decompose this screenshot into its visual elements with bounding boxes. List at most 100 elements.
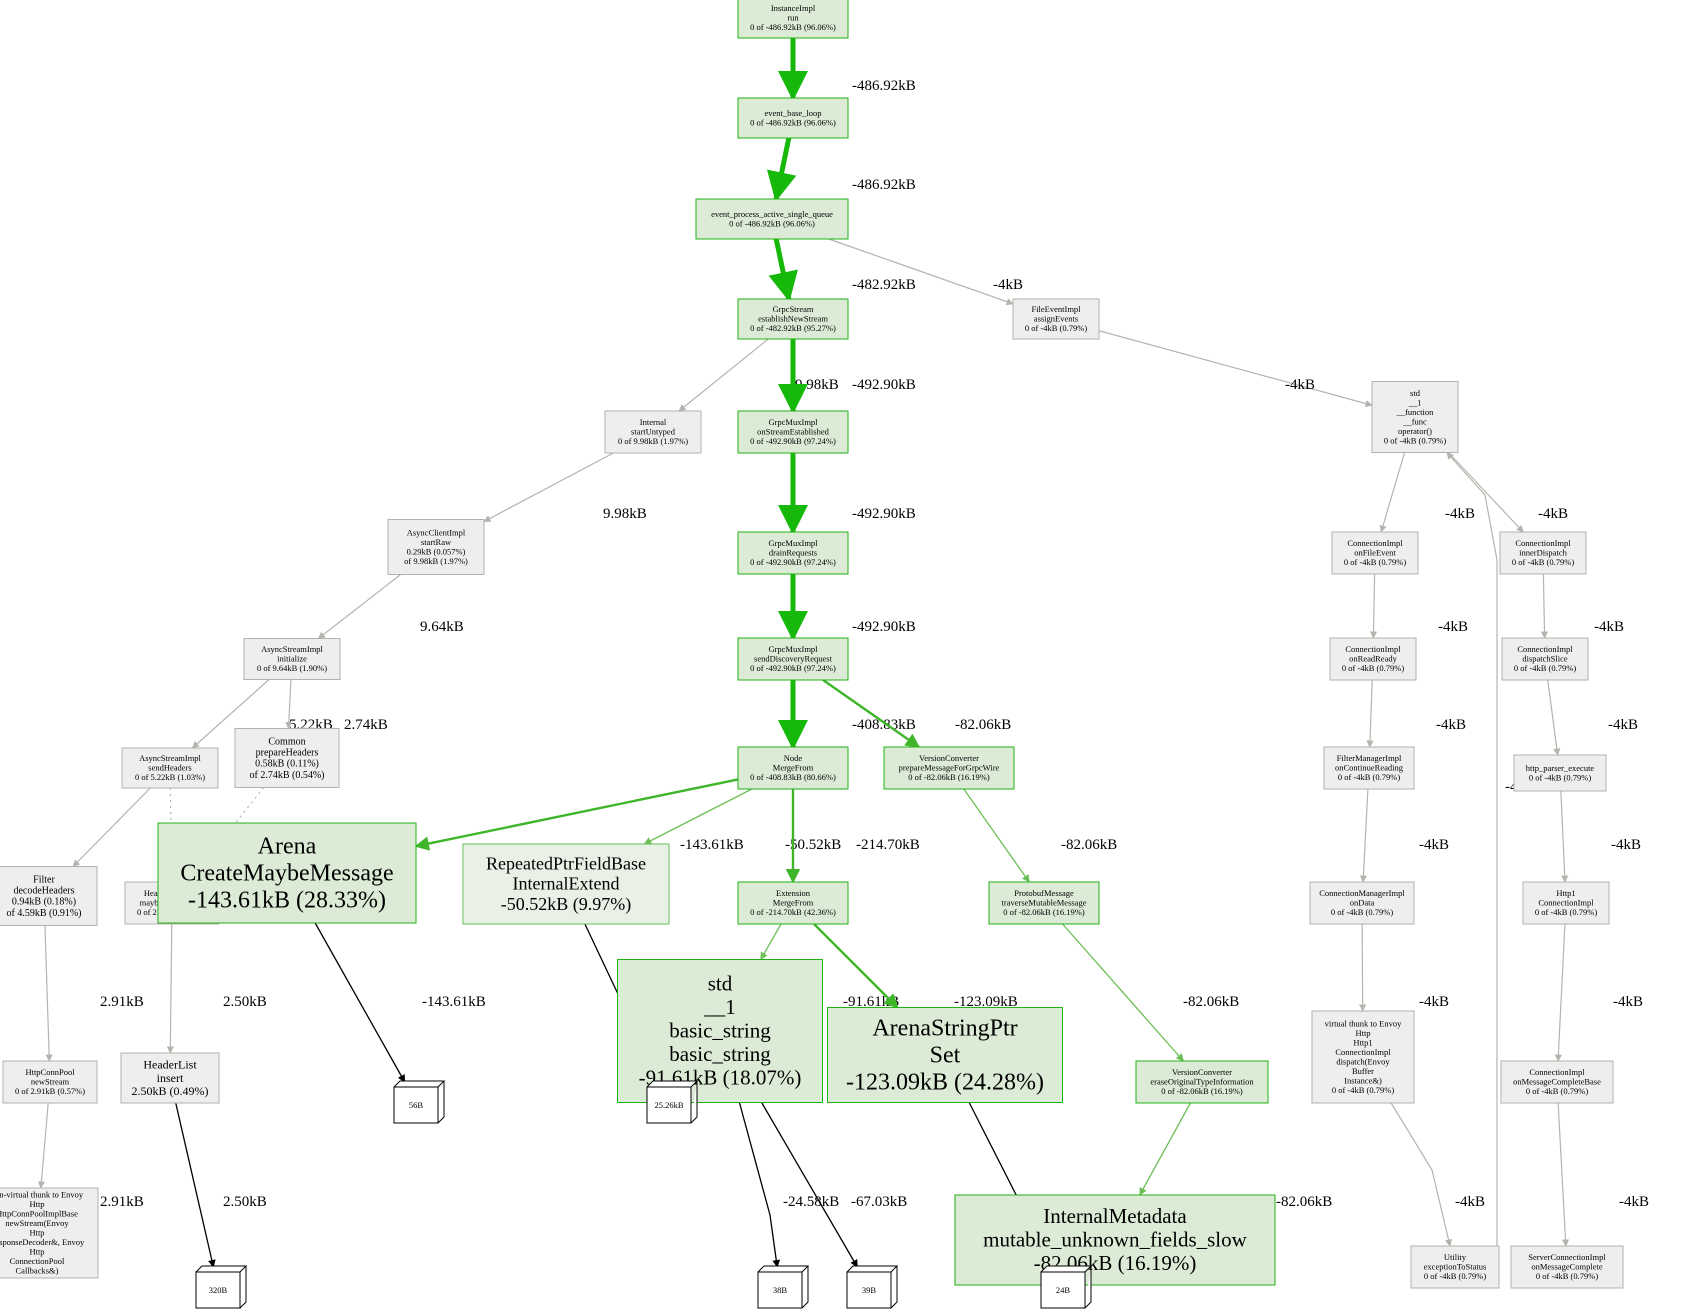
node-label-line: onMessageComplete (1531, 1262, 1603, 1272)
edge-label: 2.50kB (223, 1194, 267, 1210)
node-box (1500, 1060, 1614, 1104)
edge-label: -24.58kB (783, 1194, 839, 1210)
node-label-line: prepareHeaders (256, 748, 319, 759)
alloc-box-label: 25.26kB (654, 1100, 683, 1110)
node-label-line: FileEventImpl (1031, 304, 1081, 314)
node-label-line: initialize (277, 654, 307, 664)
edge-e38 (1369, 573, 1378, 639)
node-box (0, 866, 98, 926)
edge-e15 (822, 679, 921, 748)
node-box (243, 638, 341, 680)
node-box (737, 746, 849, 790)
graph-node[interactable]: VersionConverterprepareMessageForGrpcWir… (883, 746, 1015, 790)
edge-e48 (1446, 451, 1499, 1268)
graph-node[interactable]: InternalMetadatamutable_unknown_fields_s… (954, 1194, 1276, 1286)
node-box (1309, 881, 1415, 925)
node-label-line: ArenaStringPtr (872, 1016, 1017, 1042)
node-label-line: ConnectionImpl (1517, 644, 1573, 654)
node-label-line: 0 of -4kB (0.79%) (1526, 1086, 1588, 1096)
node-label-line: ConnectionImpl (1345, 644, 1401, 654)
graph-node[interactable]: RepeatedPtrFieldBaseInternalExtend-50.52… (462, 843, 670, 925)
node-label-line: virtual thunk to Envoy (1325, 1018, 1402, 1028)
alloc-box-shape (757, 1265, 810, 1309)
alloc-box[interactable]: 24B (1040, 1265, 1093, 1309)
alloc-box[interactable]: 25.26kB (646, 1080, 699, 1124)
node-label-line: newStream(Envoy (5, 1218, 69, 1228)
alloc-box[interactable]: 56B (393, 1080, 446, 1124)
node-box (1510, 1245, 1624, 1289)
node-label-line: assignEvents (1034, 314, 1078, 324)
edge-e22 (963, 788, 1030, 883)
alloc-box[interactable]: 38B (757, 1265, 810, 1309)
graph-node[interactable]: virtual thunk to EnvoyHttpHttp1Connectio… (1311, 1010, 1415, 1104)
node-label-line: basic_string (669, 1042, 771, 1066)
edge-label: 2.91kB (100, 994, 144, 1010)
alloc-box-shape (846, 1265, 899, 1309)
alloc-box[interactable]: 320B (195, 1265, 248, 1309)
edge-e13 (285, 679, 293, 730)
node-label-line: GrpcMuxImpl (768, 417, 818, 427)
edge-e20 (643, 788, 753, 845)
node-label-line: event_base_loop (764, 108, 821, 118)
node-box (1410, 1245, 1500, 1289)
node-label-line: drainRequests (769, 548, 817, 558)
node-label-line: 0 of -4kB (0.79%) (1535, 907, 1597, 917)
edge-label: -492.90kB (852, 377, 916, 393)
edge-e27 (760, 923, 782, 961)
node-label-line: ConnectionImpl (1529, 1067, 1585, 1077)
edge-label: -4kB (1611, 837, 1641, 853)
node-box (1323, 746, 1415, 790)
edge-e28 (813, 923, 899, 1009)
node-label-line: Http (29, 1199, 44, 1209)
node-label-line: std (708, 972, 733, 996)
edge-e40 (1366, 679, 1374, 748)
node-label-line: 0 of -408.83kB (80.66%) (750, 772, 836, 782)
node-box (737, 298, 849, 340)
node-label-line: insert (157, 1071, 184, 1085)
node-label-line: 0 of -82.06kB (16.19%) (1161, 1086, 1243, 1096)
graph-node[interactable]: VersionConvertereraseOriginalTypeInforma… (1135, 1060, 1269, 1104)
alloc-box[interactable]: 39B (846, 1265, 899, 1309)
node-label-line: 2.50kB (0.49%) (132, 1084, 209, 1098)
graph-node[interactable]: non-virtual thunk to EnvoyHttpHttpConnPo… (0, 1187, 99, 1279)
node-label-line: __func (1402, 416, 1427, 426)
edge-e8 (483, 452, 614, 523)
node-label-line: dispatchSlice (1522, 654, 1568, 664)
node-label-line: http_parser_execute (1526, 763, 1595, 773)
alloc-box-shape (393, 1080, 446, 1124)
